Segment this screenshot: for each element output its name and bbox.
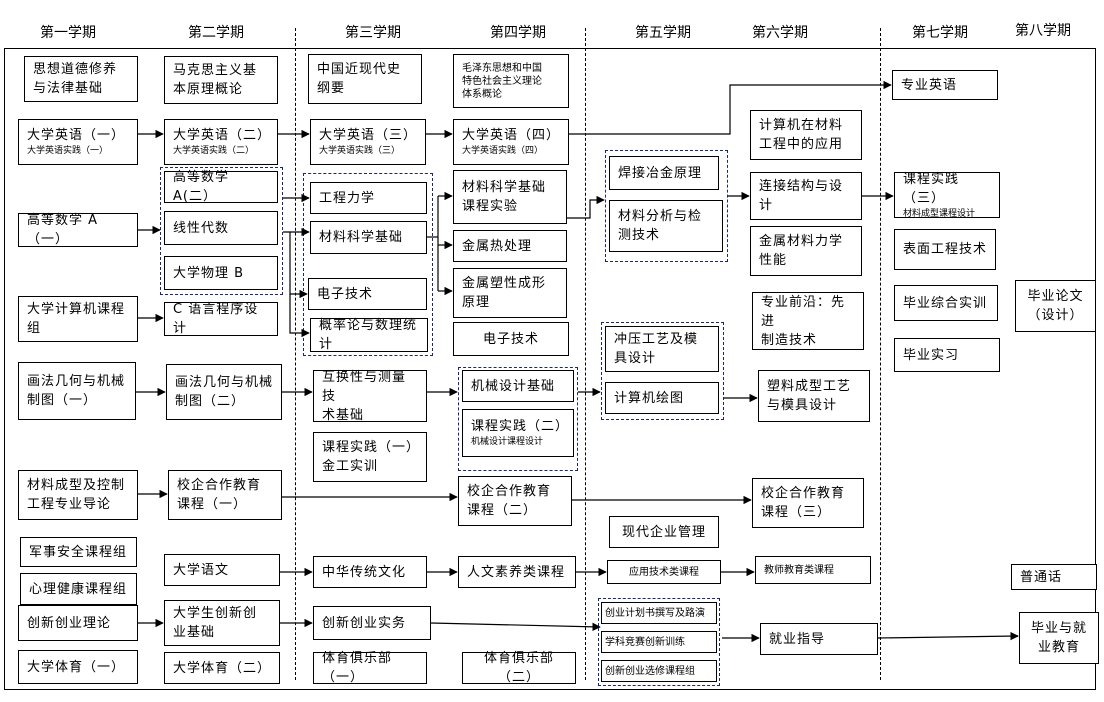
header-semester-3: 第三学期	[345, 25, 401, 41]
header-semester-5: 第五学期	[635, 25, 691, 41]
course-professional-english: 专业英语	[892, 70, 998, 100]
header-semester-4: 第四学期	[490, 25, 546, 41]
group-mechanical-design	[458, 367, 578, 471]
divider-semester-6-7	[880, 28, 881, 680]
course-pe-2: 大学体育（二）	[164, 652, 280, 684]
course-english-3: 大学英语（三）大学英语实践（三）	[310, 119, 426, 165]
header-semester-2: 第二学期	[188, 25, 244, 41]
course-major-intro: 材料成型及控制工程专业导论	[18, 470, 138, 520]
course-surface-engineering: 表面工程技术	[894, 229, 996, 270]
arrow-practice-to-entrepreneurship	[430, 622, 601, 632]
course-enterprise-management: 现代企业管理	[609, 516, 719, 548]
course-heat-treatment: 金属热处理	[453, 230, 567, 262]
header-semester-8: 第八学期	[1015, 23, 1071, 39]
course-coop-1: 校企合作教育课程（一）	[168, 470, 282, 520]
course-math-a2: 高等数学 A(二）	[164, 170, 278, 204]
course-advanced-manufacturing: 专业前沿：先进制造技术	[752, 292, 864, 350]
course-practice-3: 课程实践（三）材料成型课程设计	[894, 172, 1000, 219]
course-joint-design: 连接结构与设计	[750, 172, 862, 220]
course-mental-health: 心理健康课程组	[20, 573, 137, 605]
course-materials-lab: 材料科学基础课程实验	[453, 170, 567, 224]
group-semester-3-core	[303, 173, 433, 356]
course-english-4: 大学英语（四）大学英语实践（四）	[453, 119, 569, 165]
course-practice-2: 课程实践（二）机械设计课程设计	[462, 409, 574, 457]
header-semester-1: 第一学期	[40, 25, 96, 41]
course-physics-b: 大学物理 B	[164, 256, 278, 290]
arrow-lab-to-welding	[567, 195, 605, 219]
course-pe-1: 大学体育（一）	[18, 650, 138, 684]
header-semester-7: 第七学期	[912, 25, 968, 41]
diagram-frame	[4, 48, 1096, 690]
course-innovation-electives: 创新创业选修课程组	[601, 660, 717, 682]
course-drawing-2: 画法几何与机械制图（二）	[166, 364, 282, 420]
course-mechanical-design: 机械设计基础	[462, 370, 574, 402]
course-materials-science: 材料科学基础	[310, 221, 427, 254]
course-coop-3: 校企合作教育课程（三）	[752, 478, 864, 528]
course-coop-2: 校企合作教育课程（二）	[458, 476, 572, 526]
course-teacher-education: 教师教育类课程	[755, 556, 871, 584]
course-military-safety: 军事安全课程组	[20, 537, 137, 567]
course-probability: 概率论与数理统计	[310, 318, 428, 352]
course-material-analysis: 材料分析与检测技术	[609, 200, 723, 252]
course-metal-mechanics: 金属材料力学性能	[750, 226, 862, 276]
course-ideology-law: 思想道德修养与法律基础	[24, 56, 138, 102]
course-english-2: 大学英语（二）大学英语实践（二）	[164, 119, 278, 165]
course-drawing-1: 画法几何与机械制图（一）	[18, 362, 136, 420]
course-applied-tech: 应用技术类课程	[607, 560, 721, 584]
course-humanities: 人文素养类课程	[458, 556, 576, 588]
course-linear-algebra: 线性代数	[164, 211, 278, 245]
course-modern-history: 中国近现代史纲要	[308, 54, 422, 104]
course-electronics-3: 电子技术	[308, 278, 427, 310]
course-marxism: 马克思主义基本原理概论	[164, 56, 278, 104]
course-computer-materials: 计算机在材料工程中的应用	[750, 110, 862, 160]
course-practice-1: 课程实践（一）金工实训	[313, 432, 427, 482]
course-computer-group: 大学计算机课程组	[18, 296, 138, 342]
course-innovation-basics: 大学生创新创业基础	[164, 600, 280, 646]
course-career-guidance: 就业指导	[760, 623, 878, 655]
course-innovation-theory: 创新创业理论	[18, 605, 138, 641]
course-c-programming: C 语言程序设计	[164, 302, 278, 336]
course-math-a1: 高等数学 A（一）	[18, 213, 138, 247]
course-tolerance-measurement: 互换性与测量技术基础	[313, 370, 427, 423]
arrow-math-to-electronics	[289, 232, 308, 299]
course-english-1: 大学英语（一）大学英语实践（一）	[18, 119, 138, 165]
course-competition-training: 学科竞赛创新训练	[601, 631, 717, 653]
group-entrepreneurship	[598, 598, 720, 686]
course-plastic-molding: 塑料成型工艺与模具设计	[758, 370, 870, 422]
course-innovation-practice: 创新创业实务	[313, 606, 431, 640]
course-chinese: 大学语文	[164, 554, 280, 586]
course-mandarin: 普通话	[1011, 564, 1097, 590]
course-thesis: 毕业论文（设计）	[1015, 280, 1096, 332]
course-business-plan: 创业计划书撰写及路演	[601, 602, 717, 624]
divider-semester-4-5	[585, 28, 586, 680]
arrow-career-to-graduation	[877, 631, 1019, 641]
course-graduation-employment: 毕业与就业教育	[1019, 612, 1099, 664]
course-stamping-die: 冲压工艺及模具设计	[605, 326, 719, 372]
course-sports-club-1: 体育俱乐部（一）	[313, 651, 427, 685]
course-engineering-mechanics: 工程力学	[310, 182, 427, 214]
arrow-english-4-prof	[569, 80, 892, 135]
header-semester-6: 第六学期	[752, 25, 808, 41]
group-welding-analysis	[605, 150, 728, 262]
course-welding-metallurgy: 焊接冶金原理	[609, 156, 719, 190]
course-mao-theory: 毛泽东思想和中国特色社会主义理论体系概论	[453, 54, 569, 108]
course-comprehensive-training: 毕业综合实训	[894, 285, 998, 321]
divider-semester-2-3	[295, 28, 296, 680]
course-computer-drawing: 计算机绘图	[605, 382, 719, 414]
course-plastic-forming: 金属塑性成形原理	[453, 268, 567, 318]
course-sports-club-2: 体育俱乐部（二）	[462, 651, 576, 685]
arrow-math-to-probability	[289, 294, 310, 338]
course-traditional-culture: 中华传统文化	[313, 556, 427, 588]
course-electronics-4: 电子技术	[453, 322, 569, 356]
course-internship: 毕业实习	[894, 338, 1000, 372]
group-stamping-drawing	[601, 322, 724, 420]
